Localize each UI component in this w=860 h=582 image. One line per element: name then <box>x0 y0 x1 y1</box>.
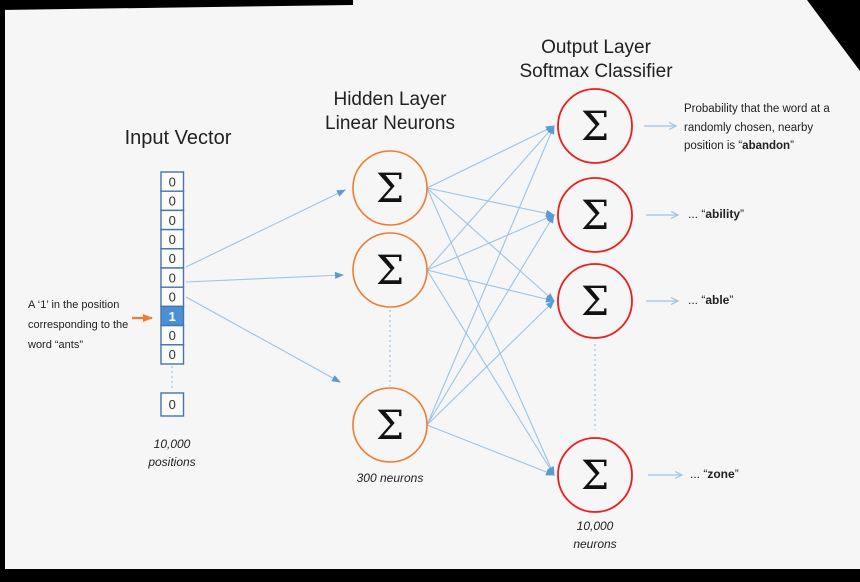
label-word: abandon <box>742 140 791 152</box>
label-suffix: ” <box>790 140 794 152</box>
label-word: zone <box>707 467 735 481</box>
input-annotation: A ‘1’ in the position corresponding to t… <box>28 295 146 355</box>
connection-line <box>426 187 555 476</box>
bottom-edge-bar <box>0 569 860 582</box>
vector-cell-value: 0 <box>169 270 176 285</box>
input-annotation-line2: corresponding to the <box>28 319 129 331</box>
positions-count-line1: 10,000 <box>153 437 191 451</box>
output-layer-neurons: Σ Σ Σ Σ <box>557 88 633 513</box>
input-annotation-line3: word “ants” <box>28 339 84 351</box>
left-edge-bar <box>0 0 5 582</box>
top-right-edge-wedge <box>807 0 860 71</box>
hidden-neurons-count-label: 300 neurons <box>356 471 424 485</box>
vector-cell-value: 0 <box>169 347 176 362</box>
output-neurons-count-label: 10,000 neurons <box>535 517 655 553</box>
hidden-layer-neurons: Σ Σ Σ <box>352 150 428 463</box>
vector-cell <box>160 344 185 365</box>
output-layer-title-line1: Output Layer <box>541 37 651 58</box>
input-annotation-line1: A ‘1’ in the position <box>28 299 120 311</box>
vector-cell-value: 0 <box>169 290 176 305</box>
sigma-symbol: Σ <box>581 104 609 150</box>
vector-cell-value: 0 <box>169 328 176 343</box>
label-word: ability <box>705 207 741 221</box>
label-prefix: ... “ <box>688 293 706 307</box>
output-label-zone: ... “zone” <box>690 467 739 481</box>
output-neuron <box>557 437 633 513</box>
connection-line <box>426 269 555 303</box>
input-to-hidden-connections <box>185 189 346 383</box>
sigma-symbol: Σ <box>581 193 609 239</box>
hidden-neuron <box>352 150 428 226</box>
output-label-able: ... “able” <box>688 293 733 307</box>
input-vector-title: Input Vector <box>124 127 232 149</box>
vector-cell-value: 0 <box>169 232 176 247</box>
connection-line <box>185 271 344 283</box>
connection-line <box>185 189 346 268</box>
hidden-layer-title-line2: Linear Neurons <box>325 113 455 134</box>
label-suffix: ” <box>729 293 734 307</box>
ellipsis-separators <box>171 310 596 430</box>
hidden-to-output-connections <box>426 125 555 476</box>
connection-line <box>426 125 555 189</box>
sigma-symbol: Σ <box>376 403 404 449</box>
label-suffix: ” <box>734 467 739 481</box>
hidden-layer-title: Hidden Layer Linear Neurons <box>300 88 480 136</box>
sigma-symbol: Σ <box>376 166 404 212</box>
top-edge-bar <box>0 0 353 10</box>
output-label-abandon: Probability that the word at a randomly … <box>684 100 844 156</box>
vector-tail-cell-value: 0 <box>169 397 176 412</box>
connection-line <box>426 187 555 302</box>
vector-cell-value-highlighted: 1 <box>169 309 176 324</box>
connection-line <box>426 269 555 476</box>
output-label-abandon-line2: randomly chosen, nearby <box>684 121 814 134</box>
output-label-abandon-line1: Probability that the word at a <box>684 103 830 115</box>
hidden-layer-title-line1: Hidden Layer <box>333 89 447 110</box>
vector-cell-value: 0 <box>169 194 176 209</box>
label-suffix: ” <box>740 207 745 221</box>
output-layer-title-line2: Softmax Classifier <box>519 61 673 82</box>
output-to-label-arrows <box>644 126 682 475</box>
connection-line <box>426 125 555 426</box>
connection-line <box>426 424 555 476</box>
output-label-abandon-line3: position is “abandon” <box>684 137 844 156</box>
output-neurons-count-line2: neurons <box>573 537 617 551</box>
output-neurons-count-line1: 10,000 <box>576 519 614 533</box>
sigma-symbol: Σ <box>581 453 609 499</box>
input-vector: 0 0 0 0 0 0 0 1 0 0 0 <box>160 171 185 417</box>
hidden-neuron <box>352 232 428 308</box>
output-neuron <box>557 88 633 164</box>
output-neuron <box>557 177 633 253</box>
connection-line <box>426 214 555 271</box>
vector-cell-value: 0 <box>169 174 176 189</box>
label-prefix: ... “ <box>688 207 706 221</box>
vector-cell-value: 0 <box>169 251 176 266</box>
connection-line <box>426 214 555 426</box>
hidden-neuron <box>352 387 428 463</box>
sigma-symbol: Σ <box>581 279 609 325</box>
output-label-ability: ... “ability” <box>688 207 744 221</box>
positions-count-label: 10,000 positions <box>112 435 232 471</box>
output-neuron <box>557 263 633 339</box>
connection-line <box>426 125 555 271</box>
output-layer-title: Output Layer Softmax Classifier <box>486 36 706 84</box>
positions-count-line2: positions <box>148 455 196 469</box>
vector-tail-cell <box>160 392 185 417</box>
label-prefix: ... “ <box>690 467 708 481</box>
label-prefix: position is “ <box>684 140 743 152</box>
connection-line <box>426 300 555 426</box>
connection-line <box>426 187 555 217</box>
connection-line <box>185 296 341 383</box>
vector-cell-value: 0 <box>169 213 176 228</box>
sigma-symbol: Σ <box>376 248 404 294</box>
label-word: able <box>705 293 730 307</box>
